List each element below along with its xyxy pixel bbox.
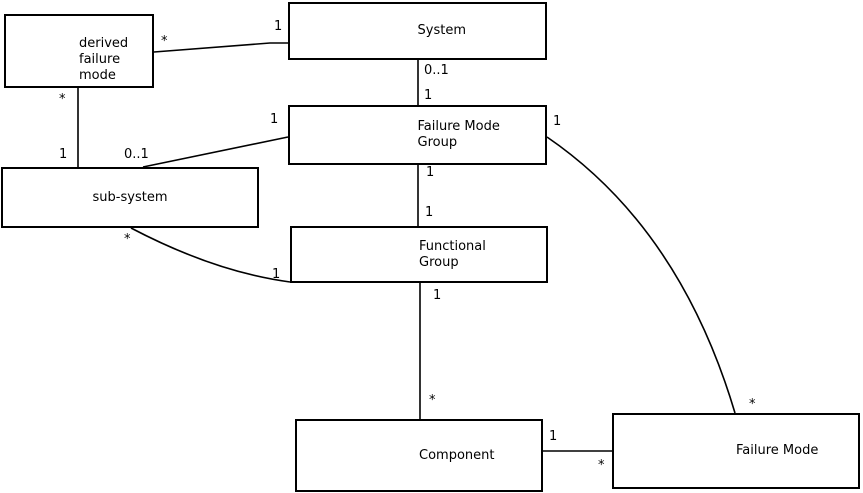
class-name: Functional Group (419, 238, 486, 270)
class-name: Failure Mode Group (417, 119, 500, 150)
class-name: Failure Mode (736, 443, 819, 458)
multiplicity-label: 1 (59, 147, 68, 162)
multiplicity-label: * (59, 92, 66, 107)
class-box-functional-group: Functional Group (290, 226, 548, 283)
multiplicity-label: 1 (270, 112, 279, 127)
class-name: sub-system (92, 189, 168, 205)
class-box-failure-mode-group: Failure Mode Group (288, 105, 547, 165)
class-box-sub-system: sub-system (1, 167, 259, 228)
multiplicity-label: * (124, 232, 131, 247)
multiplicity-label: * (749, 397, 756, 412)
multiplicity-label: 1 (549, 429, 558, 444)
multiplicity-label: 0..1 (124, 147, 149, 162)
multiplicity-label: * (161, 34, 168, 49)
class-box-component: Component (295, 419, 543, 492)
class-box-failure-mode: Failure Mode (612, 413, 860, 489)
multiplicity-label: 1 (433, 288, 442, 303)
association-line-sub-system-functional-group (130, 227, 291, 283)
multiplicity-label: * (429, 393, 436, 408)
association-line-failure-mode-group-sub-system (142, 136, 289, 168)
class-name: System (417, 23, 466, 38)
class-box-derived-failure-mode: derived failure mode (4, 14, 154, 88)
multiplicity-label: * (598, 458, 605, 473)
multiplicity-label: 1 (426, 165, 435, 180)
class-box-system: System (288, 2, 547, 60)
association-line-derived-failure-mode-system (153, 42, 288, 53)
class-name: derived failure mode (79, 36, 129, 83)
multiplicity-label: 1 (272, 267, 281, 282)
association-line-failure-mode-group-failure-mode (546, 136, 736, 414)
multiplicity-label: 1 (553, 114, 562, 129)
multiplicity-label: 1 (425, 205, 434, 220)
multiplicity-label: 0..1 (424, 63, 449, 78)
class-name: Component (419, 447, 495, 463)
multiplicity-label: 1 (424, 88, 433, 103)
multiplicity-label: 1 (274, 19, 283, 34)
